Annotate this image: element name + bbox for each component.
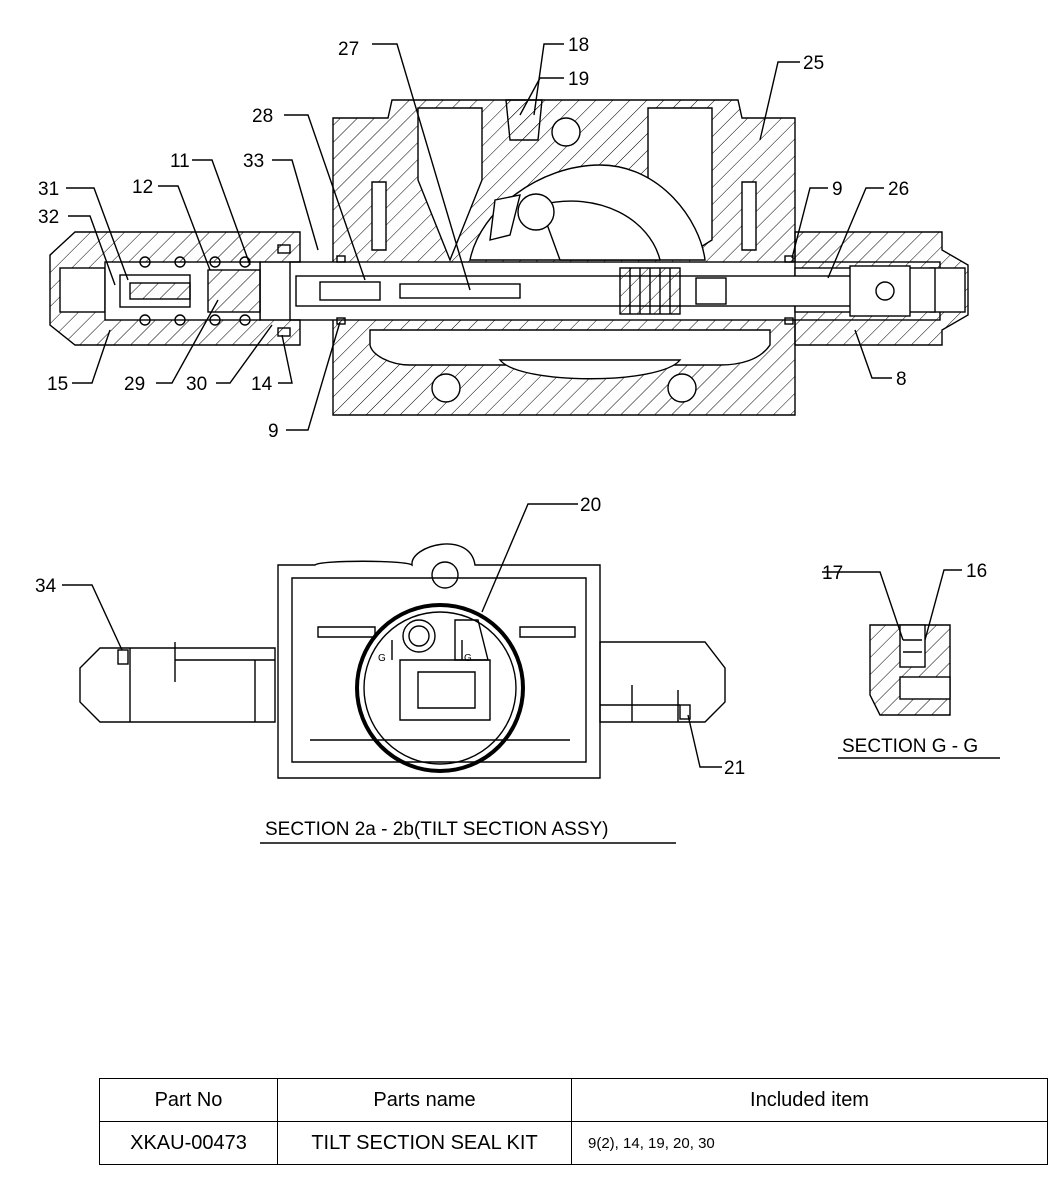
callouts-middle: 20 34 21	[35, 495, 745, 779]
callout-19: 19	[568, 69, 589, 90]
callout-15: 15	[47, 374, 68, 395]
callout-33: 33	[243, 151, 264, 172]
callout-11: 11	[170, 151, 190, 172]
section-g-g-detail	[822, 569, 962, 716]
callout-34: 34	[35, 576, 57, 597]
spring	[139, 256, 251, 326]
callout-26: 26	[888, 179, 909, 200]
section-mark-g-right: G	[464, 653, 472, 664]
section-mark-g-left: G	[378, 653, 386, 664]
callout-20: 20	[580, 495, 601, 516]
callout-16: 16	[966, 561, 987, 582]
callout-18: 18	[568, 35, 589, 56]
callout-31: 31	[38, 179, 59, 200]
header-parts-name: Parts name	[277, 1078, 572, 1122]
top-cross-section	[49, 99, 969, 416]
cell-parts-name: TILT SECTION SEAL KIT	[277, 1121, 572, 1165]
callout-29: 29	[124, 374, 145, 395]
tilt-section-drawing: 27 18 19 25 28 11 33 12 31 32 9 26 15 29…	[35, 35, 1000, 844]
callout-25: 25	[803, 53, 824, 74]
header-included-item: Included item	[571, 1078, 1048, 1122]
leader-lines-middle	[62, 503, 722, 768]
callouts-top: 27 18 19 25 28 11 33 12 31 32 9 26 15 29…	[38, 35, 909, 442]
seal-kit-table: Part No Parts name Included item XKAU-00…	[99, 1078, 1048, 1165]
header-part-no: Part No	[99, 1078, 278, 1122]
callout-14: 14	[251, 374, 273, 395]
detail-caption: SECTION G - G	[842, 736, 978, 757]
callout-8: 8	[896, 369, 907, 390]
callout-21: 21	[724, 758, 745, 779]
cell-included-items: 9(2), 14, 19, 20, 30	[571, 1121, 1048, 1165]
middle-front-view: G G	[79, 543, 726, 779]
callout-9-bottom: 9	[268, 421, 279, 442]
leader-lines-top	[66, 43, 892, 431]
spool	[295, 265, 911, 317]
callout-30: 30	[186, 374, 207, 395]
main-caption: SECTION 2a - 2b(TILT SECTION ASSY)	[265, 819, 609, 840]
callout-12: 12	[132, 177, 153, 198]
callout-32: 32	[38, 207, 59, 228]
callout-28: 28	[252, 106, 273, 127]
cell-part-no: XKAU-00473	[99, 1121, 278, 1165]
o-ring	[355, 603, 525, 773]
callout-9-right: 9	[832, 179, 843, 200]
callout-17: 17	[822, 563, 843, 584]
callout-27: 27	[338, 39, 359, 60]
